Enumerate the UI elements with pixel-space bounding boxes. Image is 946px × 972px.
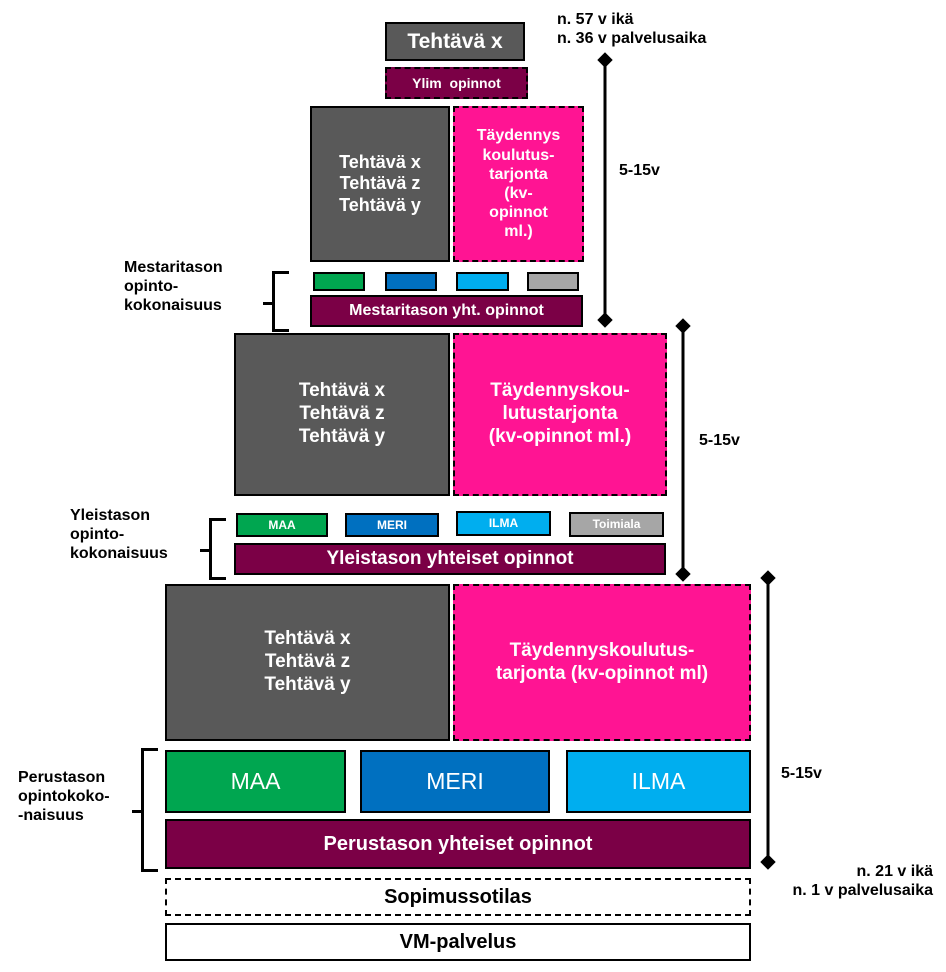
- level3-span-top-cap: [597, 52, 613, 68]
- level3-span-label: 5-15v: [619, 162, 660, 179]
- level1-span-label: 5-15v: [781, 765, 822, 782]
- level2-branch-maa: MAA: [236, 513, 328, 537]
- ylim-opinnot-box: Ylim opinnot: [385, 67, 528, 99]
- level2-group-label: Yleistason opinto- kokonaisuus: [70, 507, 168, 563]
- level2-span-top-cap: [675, 318, 691, 334]
- level3-tasks-box: Tehtävä x Tehtävä z Tehtävä y: [310, 106, 450, 262]
- level2-supplement-box: Täydennyskou- lutustarjonta (kv-opinnot …: [453, 333, 667, 496]
- vm-palvelus-box: VM-palvelus: [165, 923, 751, 961]
- level2-span-label: 5-15v: [699, 432, 740, 449]
- level2-branch-toimiala: Toimiala: [569, 512, 664, 537]
- level2-common-box: Yleistason yhteiset opinnot: [234, 543, 666, 575]
- level3-branch-gray: [527, 272, 579, 291]
- level2-branch-ilma: ILMA: [456, 511, 551, 536]
- level1-branch-ilma: ILMA: [566, 750, 751, 813]
- level1-span-top-cap: [760, 570, 776, 586]
- level3-brace: [263, 271, 289, 332]
- level3-branch-blue: [385, 272, 437, 291]
- level1-tasks-box: Tehtävä x Tehtävä z Tehtävä y: [165, 584, 450, 741]
- level1-branch-maa: MAA: [165, 750, 346, 813]
- level1-age-note: n. 21 v ikä n. 1 v palvelusaika: [792, 863, 933, 900]
- top-age-note: n. 57 v ikä n. 36 v palvelusaika: [557, 11, 707, 48]
- level1-supplement-box: Täydennyskoulutus- tarjonta (kv-opinnot …: [453, 584, 751, 741]
- sopimussotilas-box: Sopimussotilas: [165, 878, 751, 916]
- level1-group-label: Perustason opintokoko- -naisuus: [18, 769, 110, 825]
- level3-branch-light-blue: [456, 272, 509, 291]
- level3-branch-green: [313, 272, 365, 291]
- level2-tasks-box: Tehtävä x Tehtävä z Tehtävä y: [234, 333, 450, 496]
- level2-branch-meri: MERI: [345, 513, 439, 537]
- level3-common-box: Mestaritason yht. opinnot: [310, 295, 583, 327]
- level2-brace: [200, 518, 226, 580]
- level1-brace: [132, 748, 158, 872]
- level1-common-box: Perustason yhteiset opinnot: [165, 819, 751, 869]
- level1-span-bottom-cap: [760, 854, 776, 870]
- level3-group-label: Mestaritason opinto- kokonaisuus: [124, 259, 223, 315]
- level3-span-bottom-cap: [597, 312, 613, 328]
- level2-span-bottom-cap: [675, 566, 691, 582]
- top-task-box: Tehtävä x: [385, 22, 525, 61]
- level3-supplement-box: Täydennys koulutus- tarjonta (kv- opinno…: [453, 106, 584, 262]
- level1-branch-meri: MERI: [360, 750, 550, 813]
